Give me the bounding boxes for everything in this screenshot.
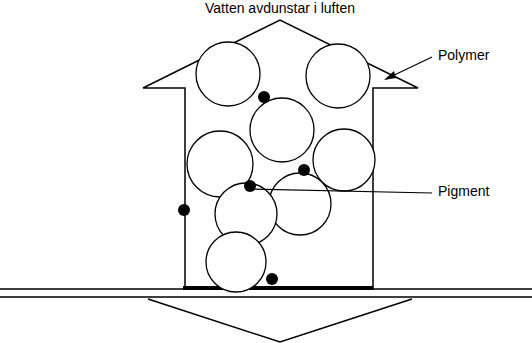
part-label: Pigment	[438, 184, 489, 199]
process-caption: Vatten avdunstar i luften	[205, 1, 355, 16]
pigment-particles	[178, 91, 310, 285]
part-label: Polymer	[438, 48, 489, 63]
substrate-line	[0, 296, 532, 298]
evaporation-arrow	[143, 20, 418, 290]
polymer-particles	[187, 42, 375, 292]
leader-arrowhead	[384, 71, 396, 80]
absorption-arrow	[148, 299, 412, 342]
leader-line	[250, 189, 432, 193]
coating-film	[183, 286, 373, 290]
